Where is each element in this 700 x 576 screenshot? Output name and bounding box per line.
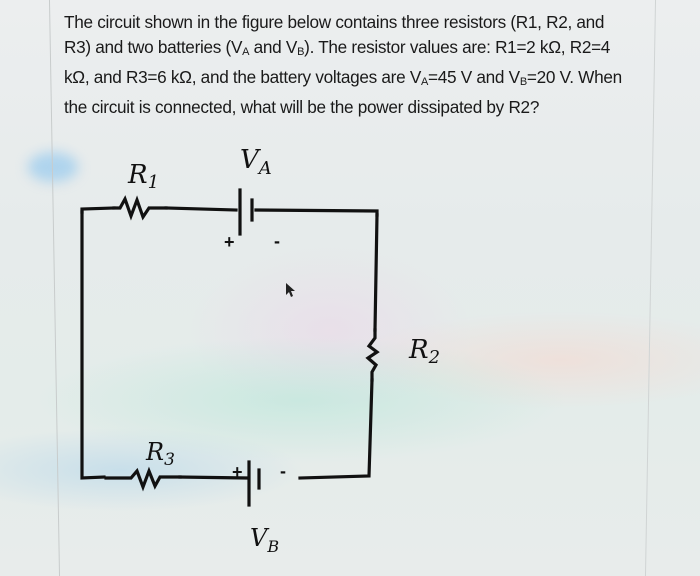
- label-va: VA: [240, 145, 272, 179]
- question-text: The circuit shown in the figure below co…: [64, 10, 644, 120]
- label-r1: R1: [127, 160, 159, 193]
- question-line: R3) and two batteries (VA and VB). The r…: [64, 37, 611, 58]
- wire-top-right: [254, 208, 379, 217]
- resistor-r3: [104, 466, 182, 492]
- label-r3: R3: [145, 438, 175, 470]
- va-plus-sign: +: [224, 232, 235, 252]
- wire-top-left: [80, 206, 116, 214]
- resistor-r2: [365, 328, 380, 382]
- wire-left: [80, 210, 106, 480]
- wire-right-lower: [298, 378, 374, 480]
- mouse-cursor-icon: [286, 283, 295, 297]
- vb-plus-sign: +: [232, 462, 243, 482]
- question-line: The circuit shown in the figure below co…: [64, 12, 605, 32]
- resistor-r1: [112, 195, 168, 221]
- question-line: the circuit is connected, what will be t…: [64, 97, 540, 117]
- va-minus-sign: -: [274, 231, 280, 251]
- wire-top-mid: [164, 206, 238, 212]
- label-vb: VB: [250, 524, 279, 556]
- wire-right-upper: [373, 213, 379, 332]
- label-r2: R2: [408, 335, 440, 368]
- question-line: kΩ, and R3=6 kΩ, and the battery voltage…: [64, 67, 622, 88]
- vb-minus-sign: -: [280, 461, 286, 481]
- wire-bottom-mid: [178, 475, 248, 480]
